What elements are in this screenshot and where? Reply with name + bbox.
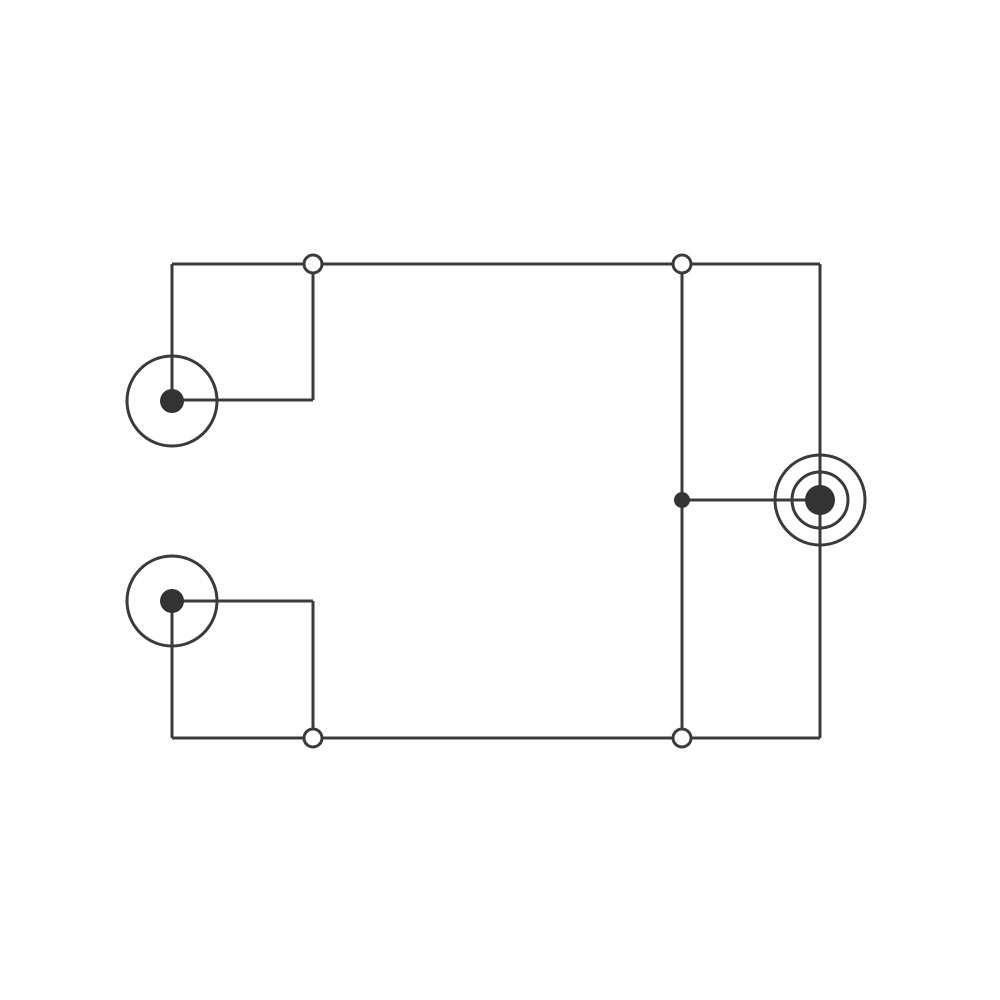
- terminal-bottom-left-center-dot-icon: [160, 589, 184, 613]
- node-top-right-icon[interactable]: [671, 253, 693, 275]
- terminal-right-double[interactable]: [773, 453, 867, 547]
- node-bottom-right-icon[interactable]: [671, 727, 693, 749]
- terminal-top-left-center-dot-icon: [160, 389, 184, 413]
- node-center-tap-icon[interactable]: [674, 492, 690, 508]
- terminal-top-left[interactable]: [125, 354, 219, 448]
- terminal-bottom-left[interactable]: [125, 554, 219, 648]
- nodes-layer: [302, 253, 693, 749]
- components-layer: [125, 354, 867, 648]
- node-top-left-icon[interactable]: [302, 253, 324, 275]
- terminal-right-double-inner-ring-icon: [790, 470, 850, 530]
- node-bottom-left-icon[interactable]: [302, 727, 324, 749]
- terminal-top-left-outer-ring-icon: [125, 354, 219, 448]
- terminal-bottom-left-outer-ring-icon: [125, 554, 219, 648]
- terminal-right-double-outer-ring-icon: [773, 453, 867, 547]
- terminal-right-double-center-dot-icon: [805, 485, 835, 515]
